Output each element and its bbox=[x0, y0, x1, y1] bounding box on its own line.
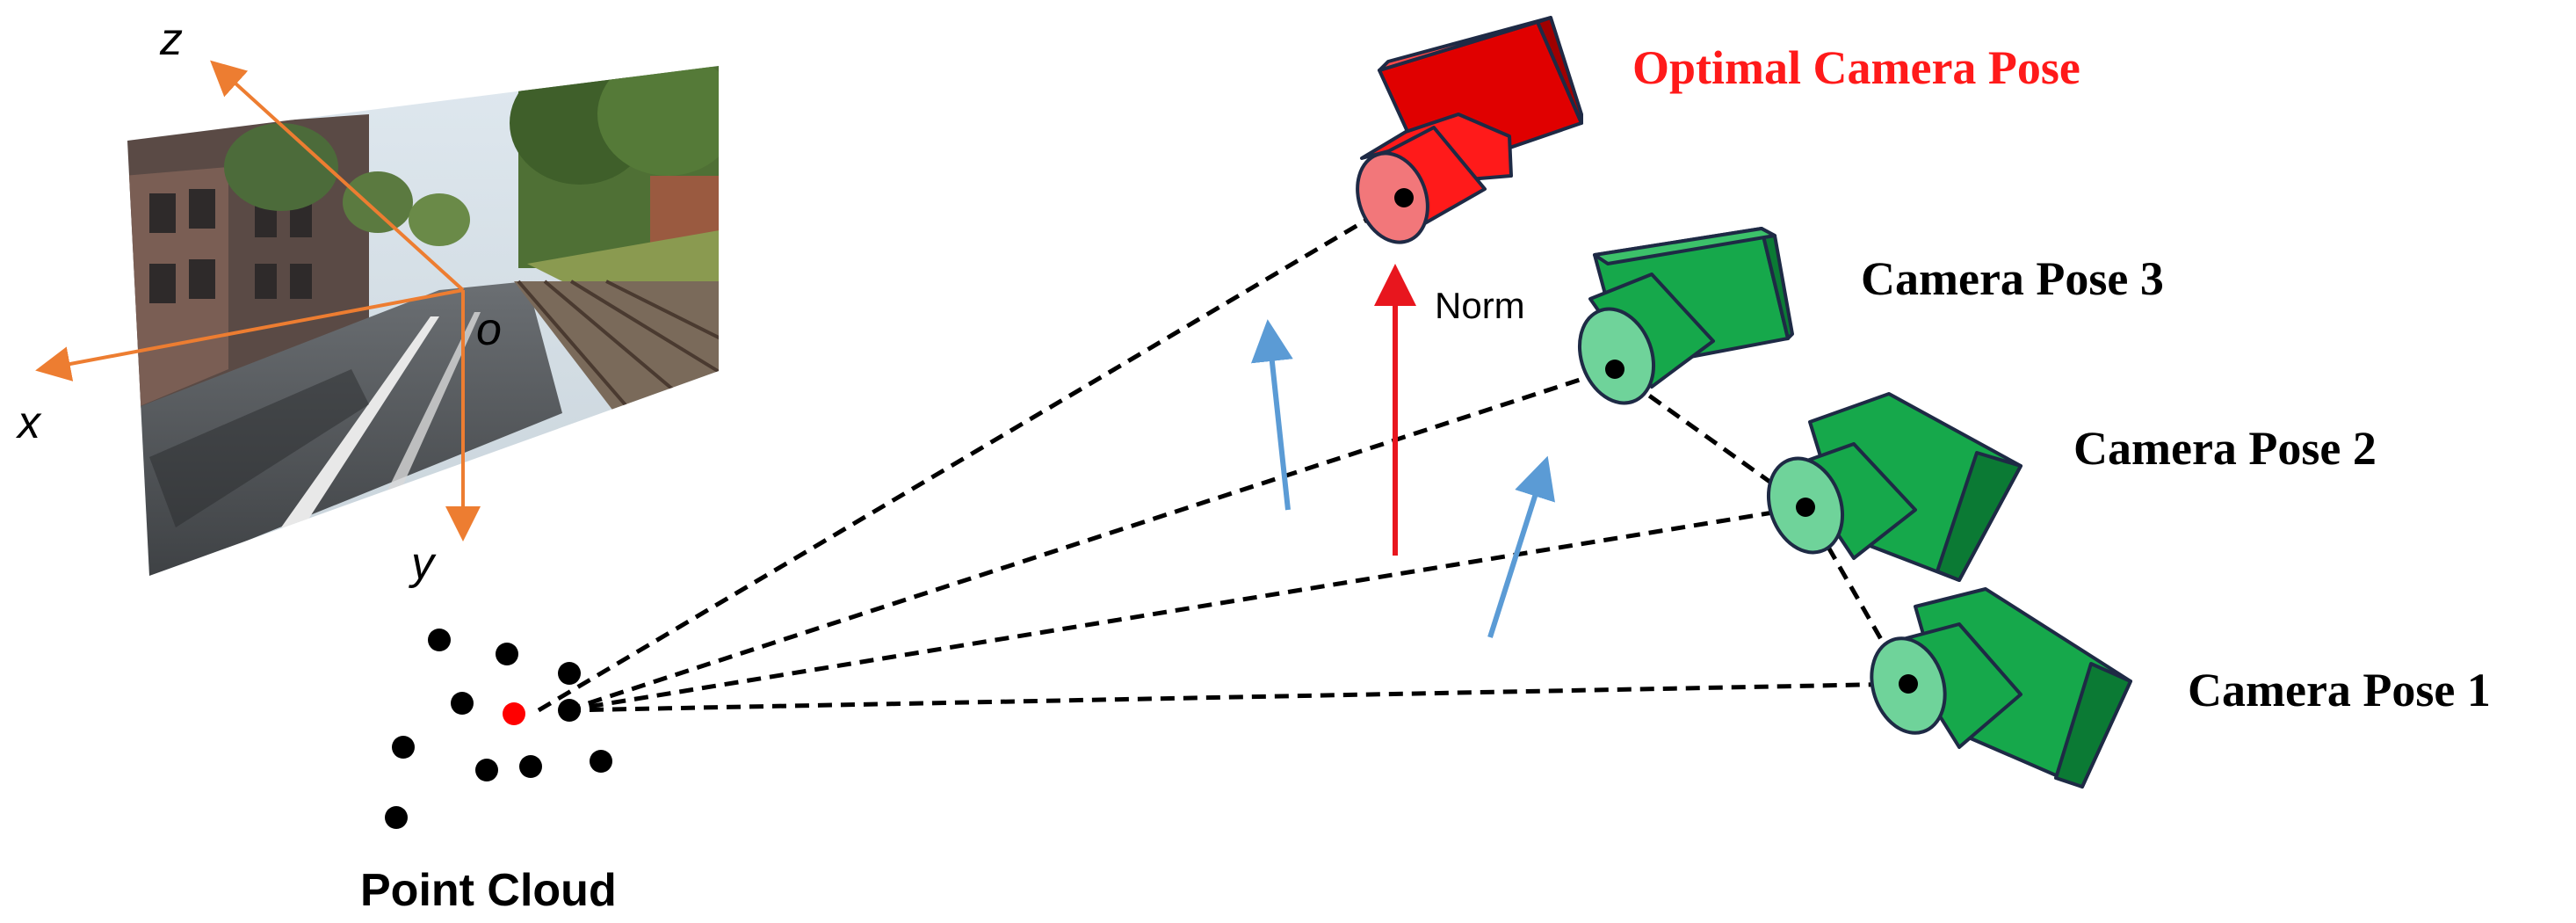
cloud-point bbox=[558, 699, 581, 722]
pose-3-label: Camera Pose 3 bbox=[1861, 252, 2164, 305]
cloud-point bbox=[475, 759, 498, 781]
cloud-point bbox=[558, 662, 581, 685]
x-axis-label: x bbox=[15, 397, 42, 448]
cloud-point bbox=[385, 806, 408, 829]
ray-optimal bbox=[537, 195, 1406, 713]
ray-pose-1 bbox=[566, 681, 1907, 713]
cloud-point bbox=[519, 755, 542, 778]
blue-arrow-right bbox=[1487, 455, 1555, 638]
direction-arrows bbox=[1250, 264, 1555, 638]
cloud-point bbox=[392, 736, 415, 759]
y-axis-label: y bbox=[409, 538, 437, 589]
pose-2-label: Camera Pose 2 bbox=[2073, 422, 2377, 475]
camera-pose-2-icon bbox=[1766, 392, 2022, 582]
pose-1-label: Camera Pose 1 bbox=[2188, 664, 2491, 716]
highlight-point bbox=[503, 702, 525, 725]
point-cloud bbox=[385, 629, 612, 829]
z-axis-label: z bbox=[159, 14, 183, 65]
ray-pose-2 bbox=[566, 505, 1806, 713]
z-axis bbox=[210, 60, 465, 292]
coordinate-axes: z x y o bbox=[15, 14, 502, 589]
point-cloud-label: Point Cloud bbox=[360, 865, 617, 916]
camera-pose-3-icon bbox=[1577, 227, 1794, 405]
ray-pose-3 bbox=[566, 367, 1613, 713]
origin-label: o bbox=[476, 304, 502, 355]
street-photo-icon bbox=[127, 66, 719, 576]
blue-arrow-left bbox=[1250, 319, 1293, 511]
optimal-pose-label: Optimal Camera Pose bbox=[1632, 41, 2080, 94]
ray-link-3-2 bbox=[1610, 367, 1807, 510]
cloud-point bbox=[428, 629, 451, 651]
cloud-point bbox=[451, 692, 474, 715]
cloud-point bbox=[590, 750, 612, 773]
x-axis bbox=[35, 288, 464, 382]
norm-label: Norm bbox=[1435, 285, 1525, 326]
optimal-camera-icon bbox=[1356, 16, 1583, 244]
camera-pose-1-icon bbox=[1870, 587, 2132, 789]
cloud-point bbox=[496, 643, 518, 665]
